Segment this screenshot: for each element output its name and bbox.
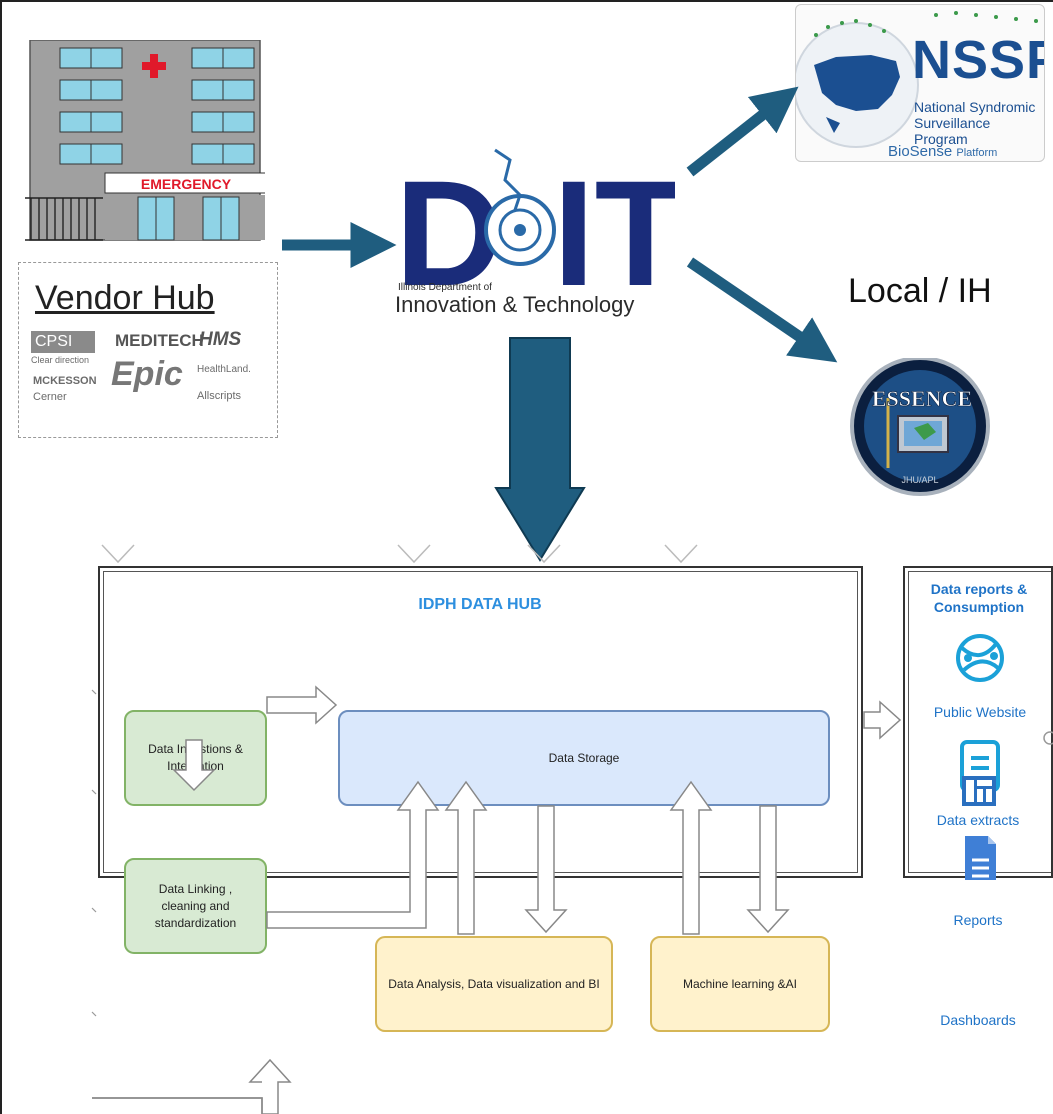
cpsi-tagline: Clear direction xyxy=(31,355,90,365)
nssp-subtitle-line-1: National Syndromic xyxy=(914,99,1036,115)
consumption-panel: Data reports & Consumption xyxy=(903,566,1053,880)
doit-caption: Innovation & Technology xyxy=(395,292,635,317)
nssp-subtitle-line-2: Surveillance Program xyxy=(914,115,991,147)
arrow-to-nssp xyxy=(686,86,799,177)
doit-small-text: Illinois Department of xyxy=(398,282,492,293)
local-ih-label: Local / IH xyxy=(848,272,992,310)
nssp-logo: NSSP National Syndromic Surveillance Pro… xyxy=(795,4,1045,162)
panel-title: Data reports & Consumption xyxy=(930,581,1028,615)
essence-footer: JHU/APL xyxy=(901,475,938,485)
hms-logo: HMS xyxy=(199,329,242,350)
dashboard-icon xyxy=(962,776,996,806)
arrow-to-essence xyxy=(686,257,838,363)
globe-icon xyxy=(956,634,1004,682)
box-data-linking: Data Linking , cleaning and standardizat… xyxy=(124,858,267,954)
data-extracts-item: Data extracts xyxy=(936,812,1020,828)
hospital-building-image: EMERGENCY xyxy=(25,39,268,245)
arrow-to-hub xyxy=(494,337,586,562)
mckesson-logo: MCKESSON xyxy=(33,375,97,387)
nssp-platform: BioSense Platform xyxy=(888,143,997,160)
dashboards-item: Dashboards xyxy=(940,1012,1016,1028)
vendor-hub-card: Vendor Hub CPSI Clear direction MEDITECH… xyxy=(18,262,278,438)
allscripts-logo: Allscripts xyxy=(197,390,242,402)
hub-title: IDPH DATA HUB xyxy=(418,596,542,613)
epic-logo: Epic xyxy=(111,355,183,393)
nssp-title: NSSP xyxy=(912,30,1044,90)
meditech-logo: MEDITECH xyxy=(115,331,204,350)
doit-logo: D IT xyxy=(385,140,686,330)
essence-text: ESSENCE xyxy=(872,386,972,411)
emergency-sign: EMERGENCY xyxy=(141,176,232,192)
box-data-analysis: Data Analysis, Data visualization and BI xyxy=(375,936,613,1032)
hub-inner-border xyxy=(103,571,858,873)
healthland-logo: HealthLand. xyxy=(197,364,251,375)
biosense-label: BioSense xyxy=(888,143,953,160)
cpsi-logo: CPSI xyxy=(31,331,95,353)
vendor-hub-title: Vendor Hub xyxy=(35,279,215,317)
platform-label: Platform xyxy=(956,147,998,159)
box-machine-learning: Machine learning &AI xyxy=(650,936,830,1032)
essence-emblem: ESSENCE JHU/APL xyxy=(848,356,998,498)
nssp-subtitle: National Syndromic Surveillance Program xyxy=(914,99,1044,147)
doit-letters-it: IT xyxy=(553,149,675,300)
public-website-label: Public Website xyxy=(933,704,1027,720)
reports-item: Reports xyxy=(953,912,1003,928)
report-icon xyxy=(965,836,996,880)
cerner-logo: Cerner xyxy=(33,391,67,403)
